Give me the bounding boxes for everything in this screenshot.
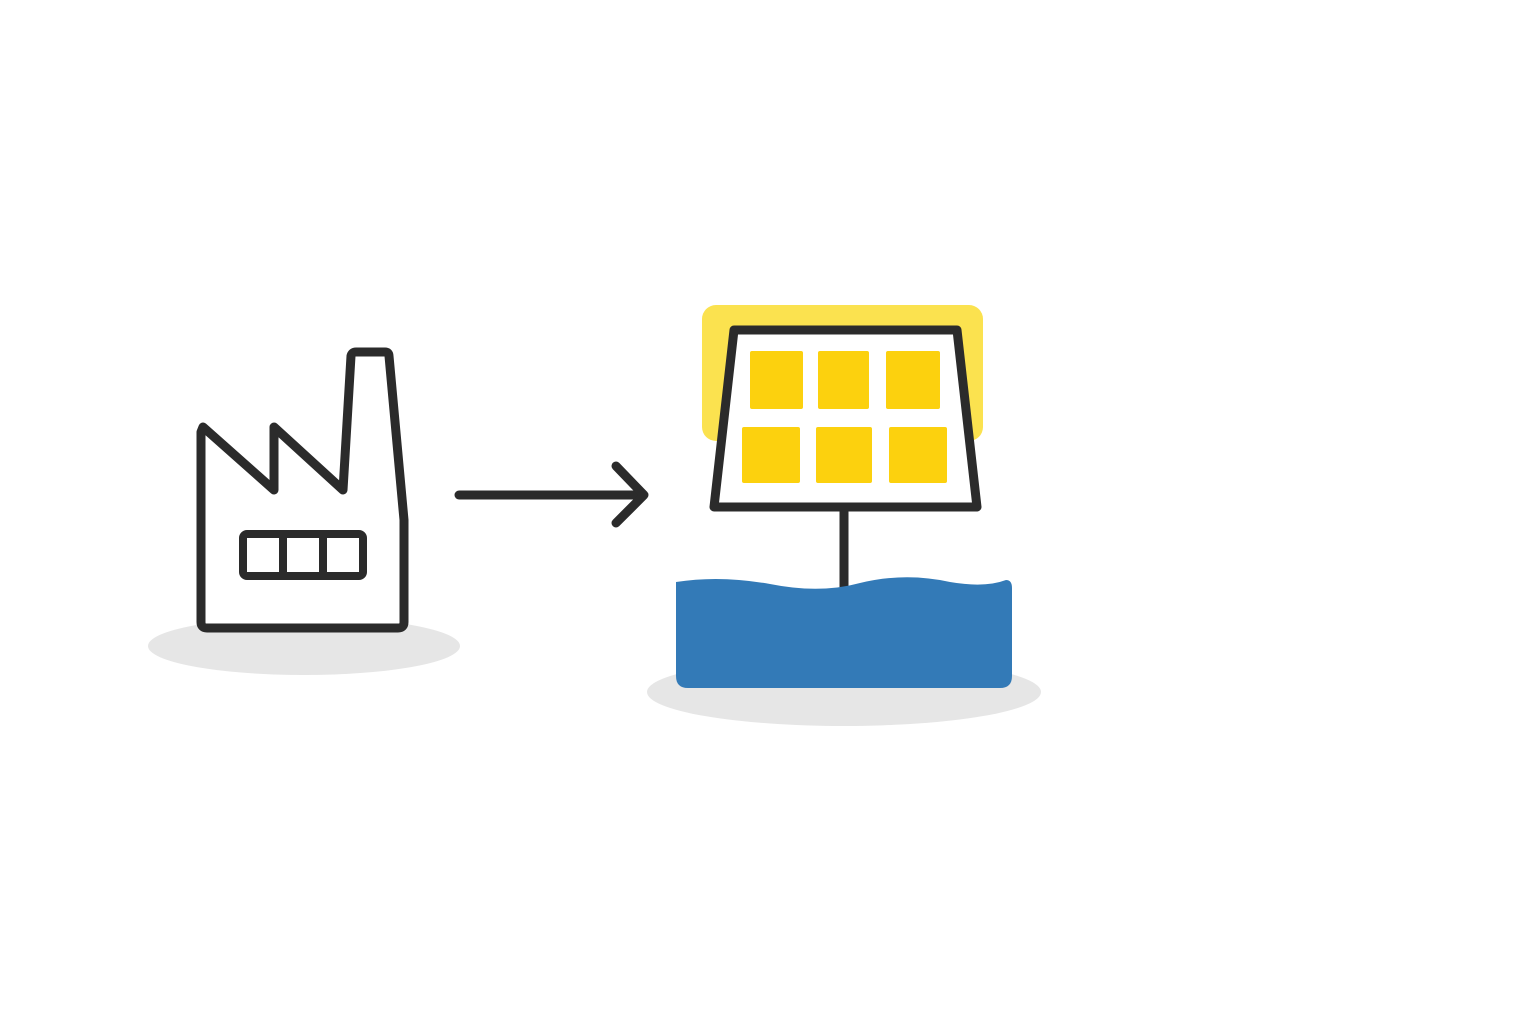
solar-cell [750, 351, 803, 409]
solar-cell [818, 351, 869, 409]
factory-window-strip [239, 530, 367, 580]
solar-cell [742, 427, 800, 483]
water-body [676, 577, 1012, 688]
solar-cell [889, 427, 947, 483]
right-arrow-icon [454, 461, 649, 528]
floating-solar-panel-icon [676, 305, 1012, 688]
factory-node [148, 347, 460, 675]
factory-outline [196, 347, 409, 633]
floating-solar-node [647, 305, 1041, 726]
factory-icon [196, 347, 409, 633]
solar-cell [886, 351, 940, 409]
arrow-head [611, 461, 649, 528]
solar-cell [816, 427, 872, 483]
